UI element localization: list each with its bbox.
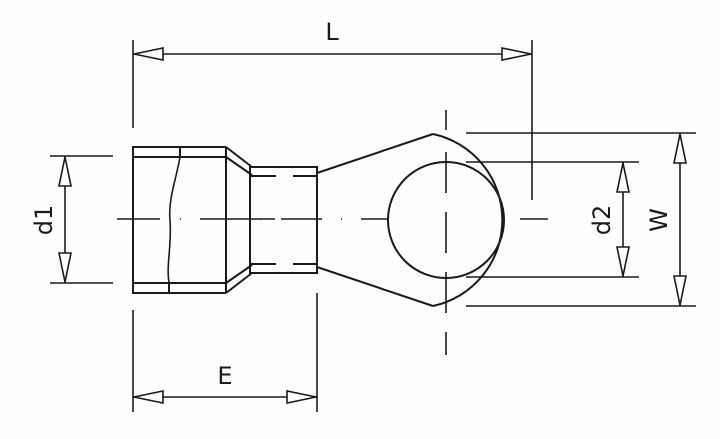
crimp-barrel — [249, 166, 318, 274]
dimension-label-d2: d2 — [588, 205, 616, 236]
dimension-label-E: E — [217, 362, 232, 390]
dimension-label-L: L — [325, 18, 339, 46]
dimension-label-W: W — [645, 208, 673, 232]
insulation-sleeve — [132, 146, 253, 294]
centerlines — [117, 110, 548, 355]
dimension-E: E — [132, 293, 318, 412]
dimension-W: W — [466, 132, 696, 307]
dimension-d1: d1 — [30, 155, 113, 284]
dimension-label-d1: d1 — [30, 205, 58, 236]
ring-tongue — [316, 133, 505, 307]
dimension-L: L — [132, 18, 533, 200]
dimension-d2: d2 — [466, 161, 639, 278]
